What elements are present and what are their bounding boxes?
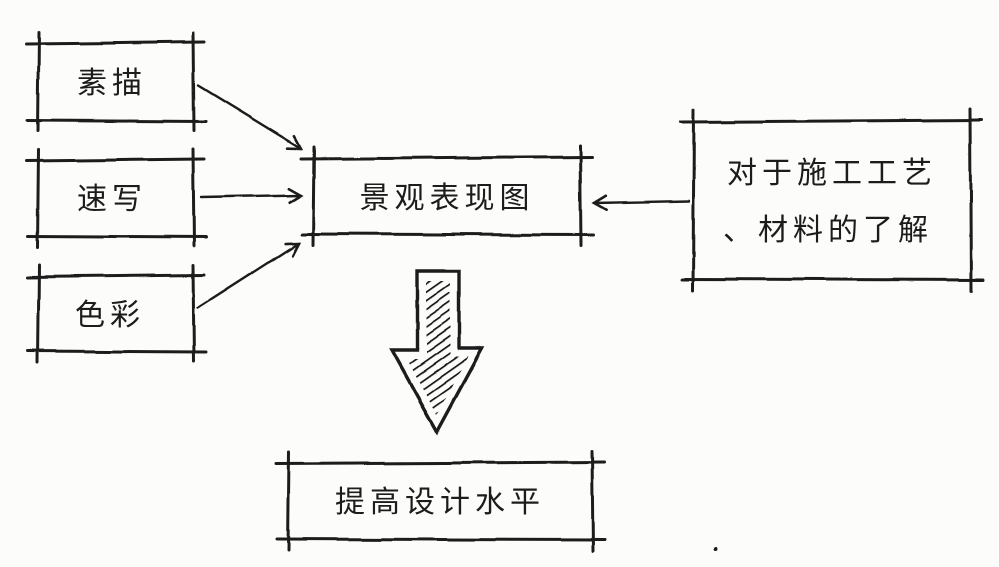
node-quick-sketch-box bbox=[25, 147, 208, 249]
node-quick-sketch-label: 速写 bbox=[77, 183, 147, 216]
node-presentation-label: 景观表现图 bbox=[360, 182, 535, 215]
ink-strokes bbox=[24, 30, 985, 553]
edge-quick-sketch-to-presentation bbox=[199, 186, 304, 204]
node-sketch-label: 素描 bbox=[77, 67, 147, 100]
big-down-arrow bbox=[389, 269, 485, 435]
edge-construction-to-presentation bbox=[591, 194, 691, 212]
node-goal-label: 提高设计水平 bbox=[335, 486, 545, 519]
node-construction-box bbox=[679, 107, 985, 293]
node-color-box bbox=[25, 263, 208, 364]
node-presentation-box bbox=[299, 144, 595, 248]
ink-speck bbox=[714, 547, 718, 551]
node-construction-label-line1: 对于施工工艺 bbox=[727, 157, 937, 190]
labels: 素描 速写 色彩 景观表现图 对于施工工艺 、材料的了解 提高设计水平 bbox=[75, 67, 937, 519]
node-color-label: 色彩 bbox=[75, 299, 145, 332]
node-goal-box bbox=[274, 449, 607, 553]
edge-color-to-presentation bbox=[196, 241, 302, 310]
node-construction-label-line2: 、材料的了解 bbox=[723, 214, 933, 247]
edge-sketch-to-presentation bbox=[196, 84, 304, 151]
node-sketch-box bbox=[24, 30, 208, 133]
